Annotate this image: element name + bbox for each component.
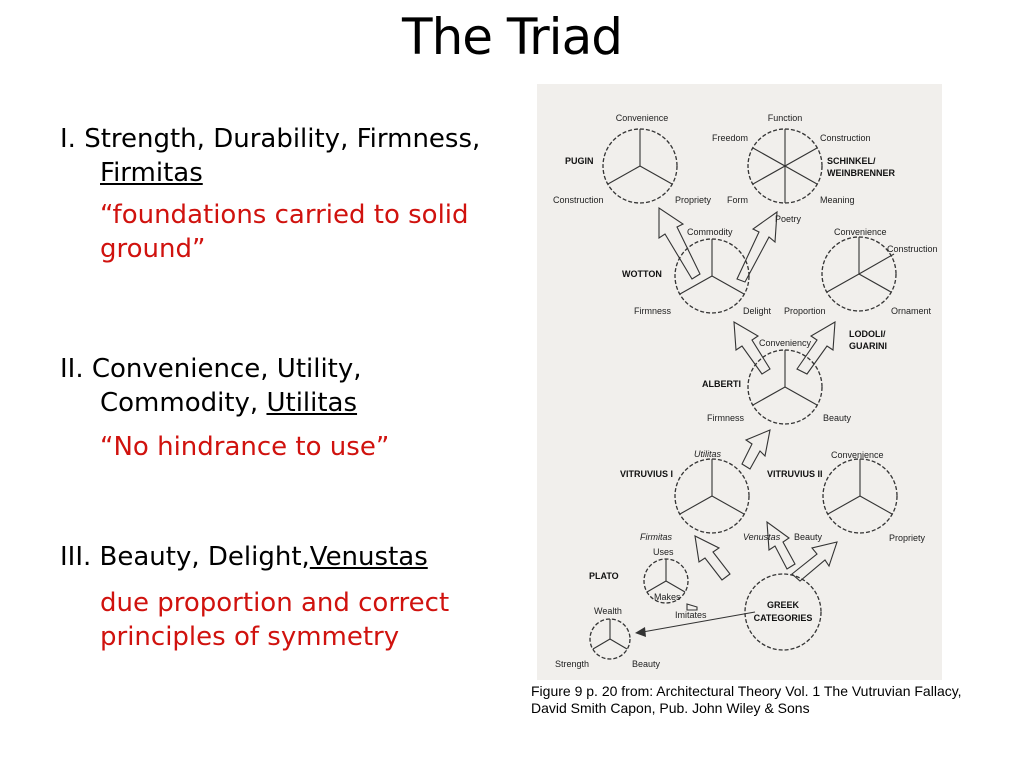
- svg-text:Freedom: Freedom: [712, 133, 748, 143]
- vitruvius-i-triad: Utilitas VITRUVIUS I Firmitas Venustas: [620, 449, 781, 542]
- svg-text:Makes: Makes: [654, 592, 681, 602]
- svg-text:Beauty: Beauty: [823, 413, 852, 423]
- svg-text:ALBERTI: ALBERTI: [702, 379, 741, 389]
- plato-triad: Uses PLATO Makes Imitates: [589, 547, 707, 620]
- svg-text:Ornament: Ornament: [891, 306, 932, 316]
- svg-text:GREEK: GREEK: [767, 600, 800, 610]
- lineage-arrows: [635, 206, 838, 637]
- svg-text:PLATO: PLATO: [589, 571, 619, 581]
- firmitas-quote: “foundations carried to solid ground”: [100, 200, 469, 264]
- svg-text:Form: Form: [727, 195, 748, 205]
- section-venustas: III. Beauty, Delight,Venustas due propor…: [60, 540, 510, 654]
- slide-title: The Triad: [402, 8, 623, 66]
- svg-text:WEINBRENNER: WEINBRENNER: [827, 168, 896, 178]
- figure-caption: Figure 9 p. 20 from: Architectural Theor…: [531, 683, 962, 716]
- svg-text:Conveniency: Conveniency: [759, 338, 812, 348]
- alberti-triad: Conveniency ALBERTI Firmness Beauty: [702, 338, 852, 425]
- svg-text:Poetry: Poetry: [775, 214, 802, 224]
- firmitas-term: Firmitas: [100, 158, 203, 188]
- firmitas-heading: I. Strength, Durability, Firmness,Firmit…: [60, 124, 481, 188]
- svg-text:Construction: Construction: [820, 133, 871, 143]
- svg-text:Delight: Delight: [743, 306, 772, 316]
- utilitas-term: Utilitas: [266, 388, 358, 418]
- svg-text:Firmitas: Firmitas: [640, 532, 672, 542]
- svg-text:WOTTON: WOTTON: [622, 269, 662, 279]
- svg-text:VITRUVIUS II: VITRUVIUS II: [767, 469, 823, 479]
- svg-text:Firmness: Firmness: [707, 413, 745, 423]
- svg-text:Beauty: Beauty: [794, 532, 823, 542]
- svg-text:Venustas: Venustas: [743, 532, 781, 542]
- svg-text:Uses: Uses: [653, 547, 674, 557]
- section-utilitas: II. Convenience, Utility, Commodity, Uti…: [60, 352, 510, 464]
- svg-text:PUGIN: PUGIN: [565, 156, 594, 166]
- svg-text:Imitates: Imitates: [675, 610, 707, 620]
- svg-text:GUARINI: GUARINI: [849, 341, 887, 351]
- svg-text:Proportion: Proportion: [784, 306, 826, 316]
- section-firmitas: I. Strength, Durability, Firmness,Firmit…: [60, 122, 510, 266]
- svg-text:Construction: Construction: [553, 195, 604, 205]
- venustas-quote: due proportion and correct principles of…: [100, 588, 450, 652]
- svg-text:CATEGORIES: CATEGORIES: [754, 613, 813, 623]
- svg-text:Utilitas: Utilitas: [694, 449, 722, 459]
- svg-text:Meaning: Meaning: [820, 195, 855, 205]
- utilitas-heading: II. Convenience, Utility, Commodity, Uti…: [60, 354, 362, 418]
- svg-text:Propriety: Propriety: [675, 195, 712, 205]
- svg-text:SCHINKEL/: SCHINKEL/: [827, 156, 876, 166]
- svg-text:Strength: Strength: [555, 659, 589, 669]
- schinkel-triad: Function Freedom Construction SCHINKEL/ …: [712, 113, 896, 224]
- lodoli-triad: Convenience Construction Proportion Orna…: [784, 227, 938, 351]
- svg-text:Function: Function: [768, 113, 803, 123]
- svg-text:Convenience: Convenience: [834, 227, 887, 237]
- triad-diagram: Convenience PUGIN Construction Propriety…: [537, 84, 942, 680]
- vitruvius-ii-triad: Convenience VITRUVIUS II Beauty Propriet…: [767, 450, 926, 543]
- svg-text:Commodity: Commodity: [687, 227, 733, 237]
- svg-text:Propriety: Propriety: [889, 533, 926, 543]
- venustas-term: Venustas: [309, 542, 428, 572]
- venustas-heading: III. Beauty, Delight,Venustas: [60, 542, 428, 572]
- plato-goods-triad: Wealth Strength Beauty: [555, 606, 661, 669]
- greek-categories-circle: GREEK CATEGORIES: [744, 573, 822, 651]
- svg-text:Convenience: Convenience: [616, 113, 669, 123]
- svg-text:VITRUVIUS I: VITRUVIUS I: [620, 469, 673, 479]
- svg-text:LODOLI/: LODOLI/: [849, 329, 886, 339]
- svg-text:Beauty: Beauty: [632, 659, 661, 669]
- svg-text:Firmness: Firmness: [634, 306, 672, 316]
- svg-text:Construction: Construction: [887, 244, 938, 254]
- utilitas-quote: “No hindrance to use”: [100, 432, 390, 462]
- wotton-triad: Commodity WOTTON Firmness Delight: [622, 227, 772, 316]
- svg-text:Wealth: Wealth: [594, 606, 622, 616]
- svg-text:Convenience: Convenience: [831, 450, 884, 460]
- pugin-triad: Convenience PUGIN Construction Propriety: [553, 113, 712, 205]
